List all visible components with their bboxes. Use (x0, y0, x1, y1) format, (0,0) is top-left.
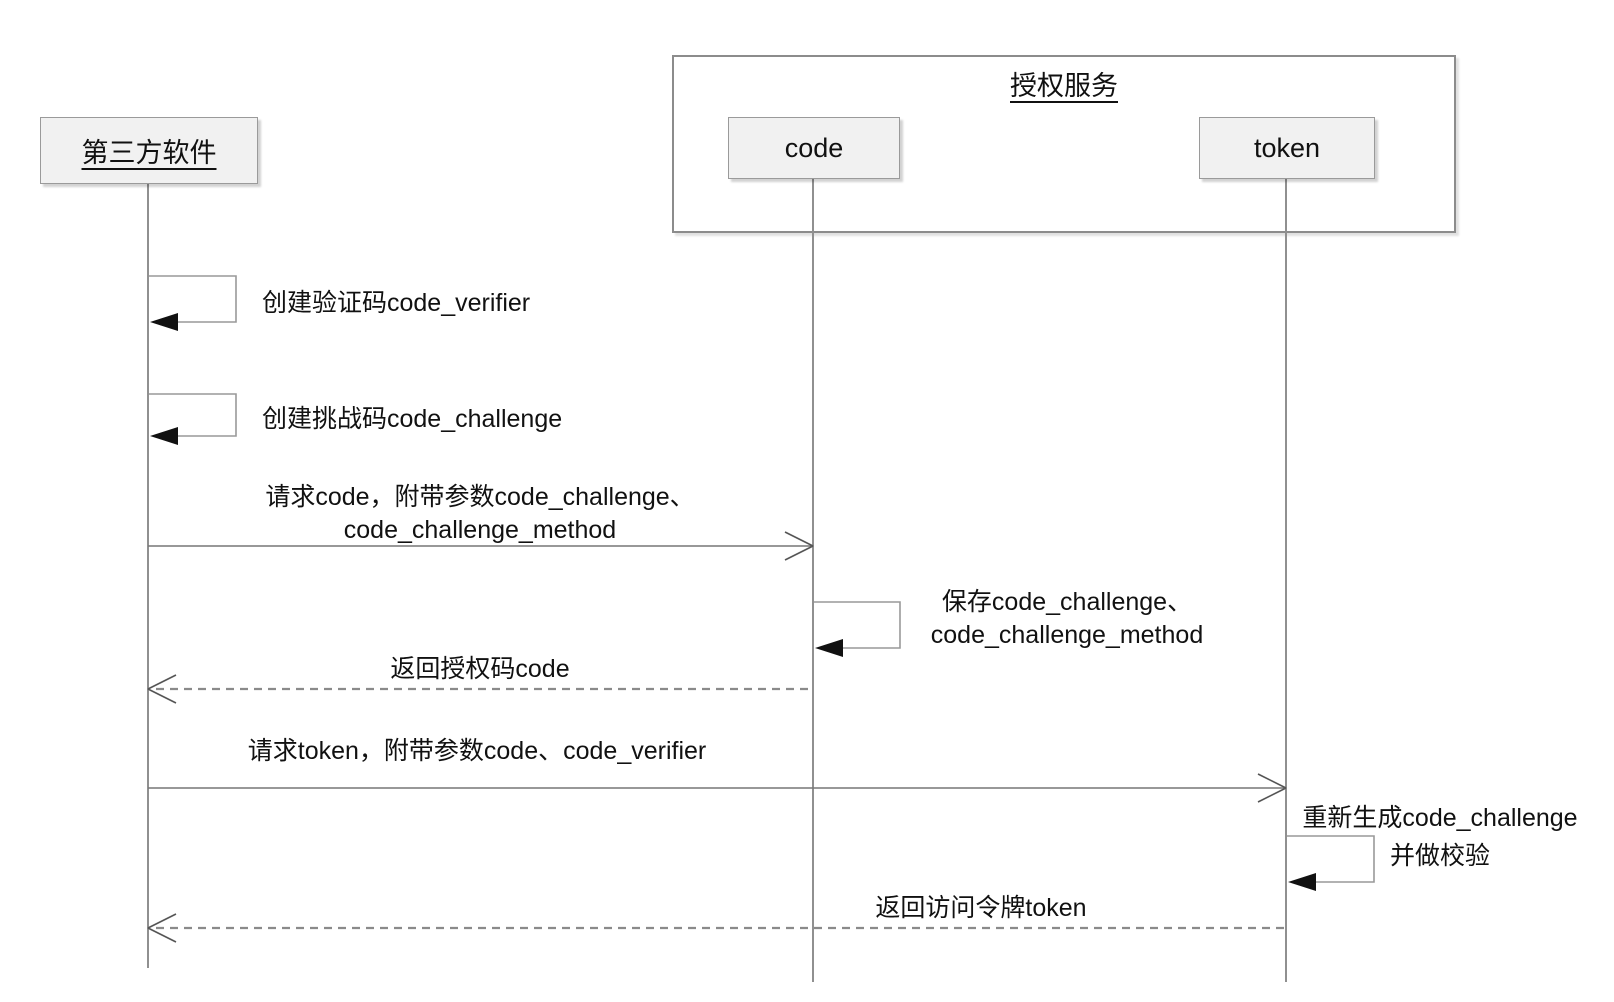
actor-code: code (728, 117, 900, 179)
self-message-save-challenge-shape (814, 601, 901, 657)
open-arrowhead-icon (147, 913, 177, 943)
open-arrowhead-icon (784, 531, 814, 561)
self-message-create-challenge-shape (149, 393, 237, 445)
message-return-token-shape (147, 913, 1286, 943)
self-message-create-verifier-shape (149, 275, 237, 331)
label-create-challenge: 创建挑战码code_challenge (262, 405, 563, 433)
solid-arrowhead-icon (150, 427, 178, 445)
self-message-regenerate-shape (1287, 835, 1375, 891)
authorization-service-title: 授权服务 (1010, 71, 1118, 101)
label-request-code: 请求code，附带参数code_challenge、 code_challeng… (265, 481, 694, 547)
label-request-code-line1: 请求code，附带参数code_challenge、 (265, 483, 695, 511)
solid-arrowhead-icon (1288, 873, 1316, 891)
actor-third-party: 第三方软件 (40, 117, 258, 184)
solid-arrowhead-icon (150, 313, 178, 331)
message-request-code-shape (148, 531, 814, 561)
solid-arrowhead-icon (815, 639, 843, 657)
actor-token: token (1199, 117, 1375, 179)
label-regenerate-line1: 重新生成code_challenge (1302, 804, 1578, 832)
actor-code-label: code (784, 132, 844, 163)
label-save-challenge-line1: 保存code_challenge、 (941, 588, 1193, 616)
open-arrowhead-icon (1257, 773, 1287, 803)
label-save-challenge-line2: code_challenge_method (930, 621, 1204, 649)
label-request-code-line2: code_challenge_method (343, 516, 617, 544)
label-regenerate-line2: 并做校验 (1389, 842, 1490, 870)
actor-token-label: token (1253, 132, 1321, 163)
label-request-token: 请求token，附带参数code、code_verifier (247, 737, 707, 765)
message-request-token-shape (148, 773, 1287, 803)
open-arrowhead-icon (147, 674, 177, 704)
label-regenerate-challenge: 重新生成code_challenge 并做校验 (1302, 799, 1577, 875)
label-return-code: 返回授权码code (390, 655, 570, 683)
label-return-token: 返回访问令牌token (875, 894, 1087, 922)
actor-third-party-label: 第三方软件 (81, 138, 217, 168)
label-create-verifier: 创建验证码code_verifier (262, 289, 531, 317)
label-save-challenge: 保存code_challenge、 code_challenge_method (931, 586, 1203, 652)
message-return-code-shape (147, 674, 813, 704)
